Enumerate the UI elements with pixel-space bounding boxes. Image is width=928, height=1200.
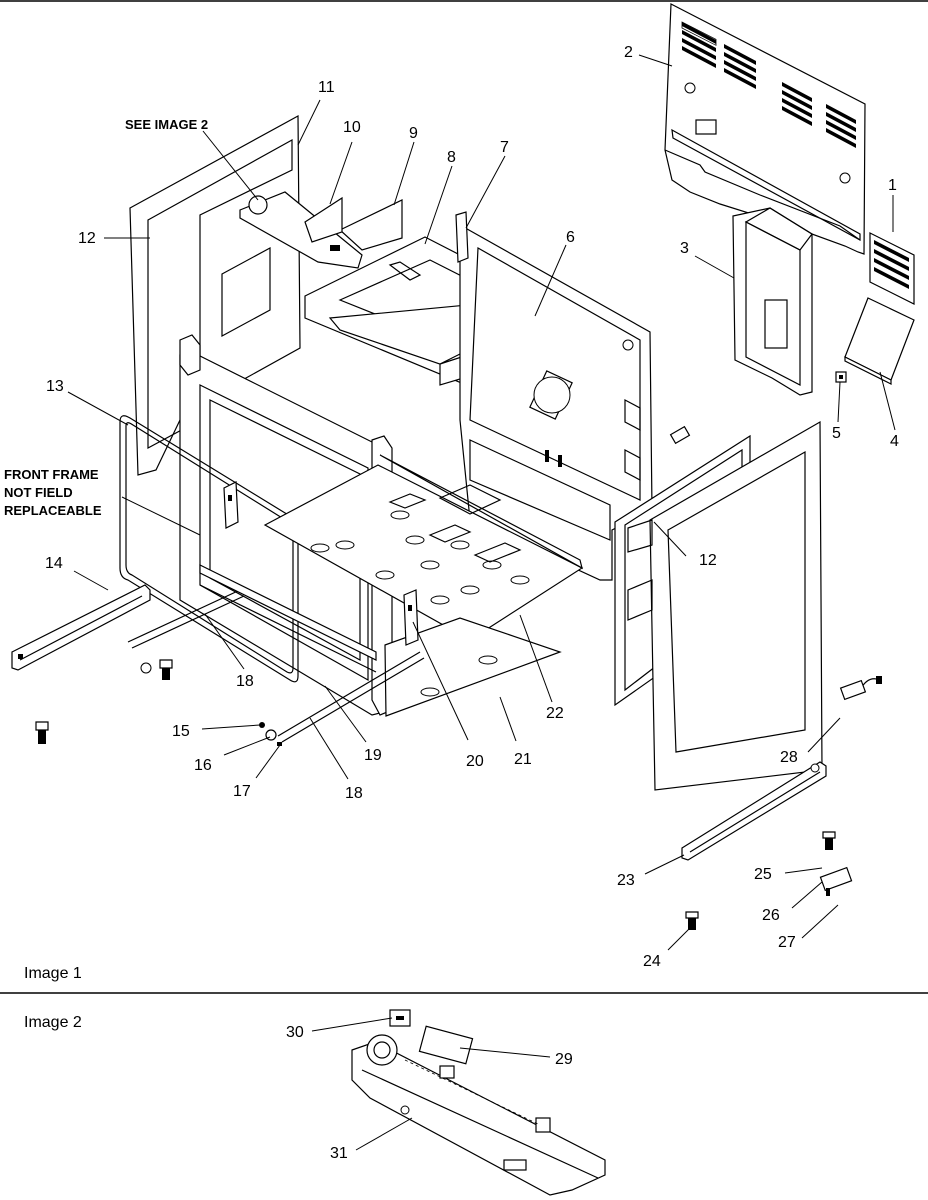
callout-22: 22 (546, 705, 564, 722)
callout-5: 5 (832, 425, 841, 442)
callout-1: 1 (888, 177, 897, 194)
callout-12-left: 12 (78, 230, 96, 247)
hinge-assembly-small (239, 191, 363, 269)
callout-21: 21 (514, 751, 532, 768)
callout-15: 15 (172, 723, 190, 740)
callout-23: 23 (617, 872, 635, 889)
front-frame-note-line1: FRONT FRAME (4, 467, 99, 482)
small-parts-15-17 (259, 722, 282, 746)
back-panel (664, 3, 866, 255)
callout-7: 7 (500, 139, 509, 156)
right-side-panel (614, 420, 823, 791)
callout-13: 13 (46, 378, 64, 395)
wire-connector (839, 676, 882, 701)
screw-right-lower (685, 911, 699, 930)
screw-left (35, 721, 49, 744)
callout-12-right: 12 (699, 552, 717, 569)
box-panel (732, 207, 813, 396)
callout-3: 3 (680, 240, 689, 257)
hinge-bracket (403, 589, 419, 646)
oven-bottom (263, 454, 584, 641)
knob-part-30 (389, 1009, 411, 1027)
callout-19: 19 (364, 747, 382, 764)
caption-image-2: Image 2 (24, 1014, 82, 1031)
right-rail (681, 761, 827, 861)
top-bracket-10 (304, 196, 343, 243)
caption-image-1: Image 1 (24, 965, 82, 982)
see-image-2-note: SEE IMAGE 2 (125, 117, 208, 132)
callout-27: 27 (778, 934, 796, 951)
callout-31: 31 (330, 1145, 348, 1162)
bottom-panel (384, 617, 562, 717)
callout-2: 2 (624, 44, 633, 61)
leveling-leg (819, 866, 853, 896)
callout-26: 26 (762, 907, 780, 924)
top-bracket-9 (338, 199, 403, 251)
front-strip (199, 564, 377, 673)
callout-29: 29 (555, 1051, 573, 1068)
callout-18-upper: 18 (236, 673, 254, 690)
door-gasket (119, 415, 299, 683)
callout-14: 14 (45, 555, 63, 572)
front-frame-note-line3: REPLACEABLE (4, 503, 102, 518)
lower-rod-lower (277, 651, 425, 743)
front-hinge-bracket (223, 481, 239, 529)
callout-18-lower: 18 (345, 785, 363, 802)
callout-24: 24 (643, 953, 661, 970)
right-side-frame (459, 223, 653, 581)
lower-rod-upper (127, 589, 245, 649)
callout-4: 4 (890, 433, 899, 450)
callout-16: 16 (194, 757, 212, 774)
callout-20: 20 (466, 753, 484, 770)
callout-30: 30 (286, 1024, 304, 1041)
callout-11: 11 (318, 79, 335, 96)
left-rail (11, 584, 151, 671)
callout-17: 17 (233, 783, 251, 800)
front-frame-note-line2: NOT FIELD (4, 485, 73, 500)
callout-6: 6 (566, 229, 575, 246)
screw-right-upper (822, 831, 836, 850)
part-7-bracket (455, 211, 469, 263)
callout-10: 10 (343, 119, 361, 136)
callout-28: 28 (780, 749, 798, 766)
vent-grille (869, 232, 915, 305)
control-bracket (351, 1025, 606, 1196)
callout-25: 25 (754, 866, 772, 883)
leader-lines (67, 54, 896, 1151)
bracket (835, 297, 915, 385)
callout-9: 9 (409, 125, 418, 142)
screw-front (140, 659, 173, 680)
callout-8: 8 (447, 149, 456, 166)
